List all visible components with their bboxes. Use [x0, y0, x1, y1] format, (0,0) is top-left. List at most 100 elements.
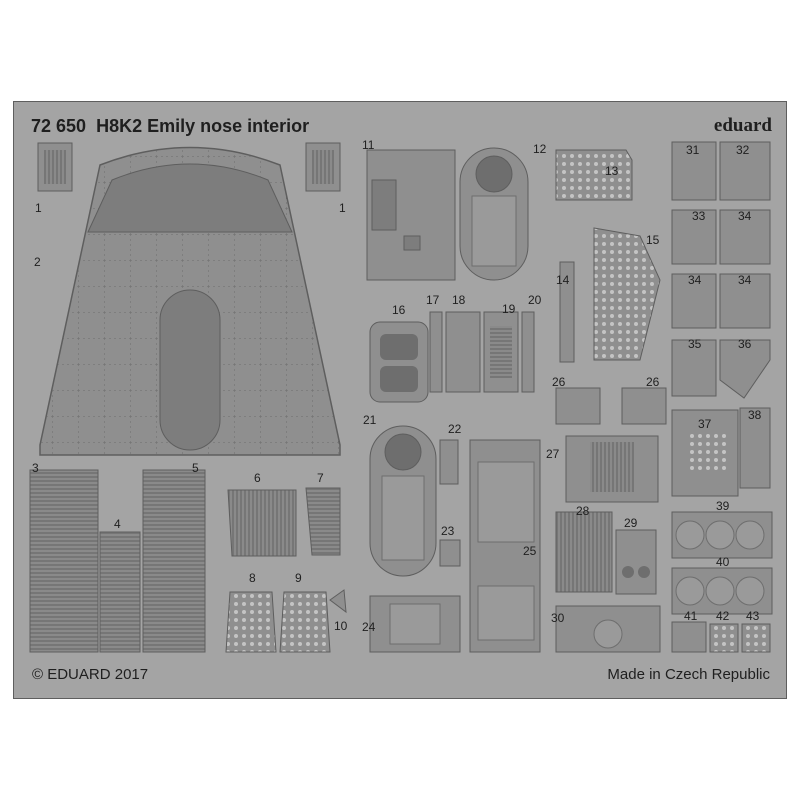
part-26-left — [555, 387, 601, 425]
part-23 — [555, 149, 633, 201]
set-number: 72 650 — [31, 116, 87, 136]
part-number-label: 25 — [523, 544, 537, 558]
part-15 — [445, 311, 481, 393]
part-25 — [593, 227, 661, 361]
part-number-label: 26 — [552, 375, 566, 389]
part-number-label: 36 — [738, 337, 752, 351]
part-42 — [709, 623, 739, 653]
part-33 — [671, 209, 717, 265]
part-number-label: 42 — [716, 609, 730, 623]
part-10 — [329, 589, 347, 614]
part-28 — [555, 511, 613, 593]
part-number-label: 5 — [192, 461, 199, 475]
part-number-label: 1 — [339, 201, 346, 215]
part-1-right — [305, 142, 341, 192]
part-14 — [429, 311, 443, 393]
part-number-label: 24 — [362, 620, 376, 634]
copyright-text: © EDUARD 2017 — [32, 666, 149, 683]
part-34-c — [719, 273, 771, 329]
part-5 — [142, 469, 206, 653]
part-number-label: 16 — [392, 303, 406, 317]
part-number-label: 13 — [605, 164, 619, 178]
part-34-b — [671, 273, 717, 329]
part-22 — [469, 439, 541, 653]
part-40 — [671, 567, 773, 615]
part-43 — [741, 623, 771, 653]
part-6 — [227, 489, 297, 557]
part-12 — [459, 147, 529, 281]
part-number-label: 9 — [295, 571, 302, 585]
part-17 — [521, 311, 535, 393]
part-number-label: 15 — [646, 233, 660, 247]
part-7 — [305, 487, 341, 556]
part-1-left — [37, 142, 73, 192]
part-2-bulkhead — [39, 146, 341, 456]
part-number-label: 12 — [533, 142, 547, 156]
part-number-label: 22 — [448, 422, 462, 436]
part-35 — [671, 339, 717, 397]
part-number-label: 34 — [688, 273, 702, 287]
part-30 — [555, 605, 661, 653]
part-9 — [279, 591, 331, 653]
part-number-label: 32 — [736, 143, 750, 157]
part-34-a — [719, 209, 771, 265]
part-number-label: 3 — [32, 461, 39, 475]
part-16 — [483, 311, 519, 393]
part-number-label: 26 — [646, 375, 660, 389]
part-number-label: 39 — [716, 499, 730, 513]
part-number-label: 4 — [114, 517, 121, 531]
part-37 — [671, 409, 739, 497]
part-13 — [369, 321, 429, 403]
part-36 — [719, 339, 771, 399]
part-number-label: 11 — [362, 138, 375, 152]
part-4 — [99, 531, 141, 653]
part-41 — [671, 621, 707, 653]
part-number-label: 18 — [452, 293, 466, 307]
part-number-label: 43 — [746, 609, 760, 623]
part-number-label: 31 — [686, 143, 700, 157]
part-26-right — [621, 387, 667, 425]
part-number-label: 29 — [624, 516, 638, 530]
part-number-label: 28 — [576, 504, 590, 518]
part-number-label: 7 — [317, 471, 324, 485]
part-38 — [739, 407, 771, 489]
part-31 — [671, 141, 717, 201]
part-number-label: 35 — [688, 337, 702, 351]
part-number-label: 17 — [426, 293, 440, 307]
part-number-label: 1 — [35, 201, 42, 215]
brand-logo: eduard — [713, 115, 772, 136]
part-number-label: 8 — [249, 571, 256, 585]
part-number-label: 30 — [551, 611, 565, 625]
part-number-label: 33 — [692, 209, 706, 223]
part-8 — [225, 591, 277, 653]
part-number-label: 37 — [698, 417, 712, 431]
part-32 — [719, 141, 771, 201]
part-number-label: 41 — [684, 609, 698, 623]
part-number-label: 40 — [716, 555, 730, 569]
part-number-label: 21 — [363, 413, 377, 427]
made-in-text: Made in Czech Republic — [607, 666, 770, 683]
part-number-label: 10 — [334, 619, 348, 633]
part-number-label: 6 — [254, 471, 261, 485]
part-number-label: 2 — [34, 255, 41, 269]
part-number-label: 23 — [441, 524, 455, 538]
part-20 — [439, 539, 461, 567]
part-number-label: 20 — [528, 293, 542, 307]
part-number-label: 14 — [556, 273, 570, 287]
set-title: H8K2 Emily nose interior — [96, 116, 310, 136]
part-11 — [366, 149, 456, 281]
fret-title: 72 650 H8K2 Emily nose interior — [31, 116, 309, 137]
part-number-label: 38 — [748, 408, 762, 422]
part-39 — [671, 511, 773, 559]
part-number-label: 27 — [546, 447, 560, 461]
part-number-label: 34 — [738, 273, 752, 287]
part-number-label: 19 — [502, 302, 516, 316]
part-21 — [369, 595, 461, 653]
part-29 — [615, 529, 657, 595]
part-19 — [439, 439, 459, 485]
part-3 — [29, 469, 99, 653]
part-number-label: 34 — [738, 209, 752, 223]
part-24 — [559, 261, 575, 363]
